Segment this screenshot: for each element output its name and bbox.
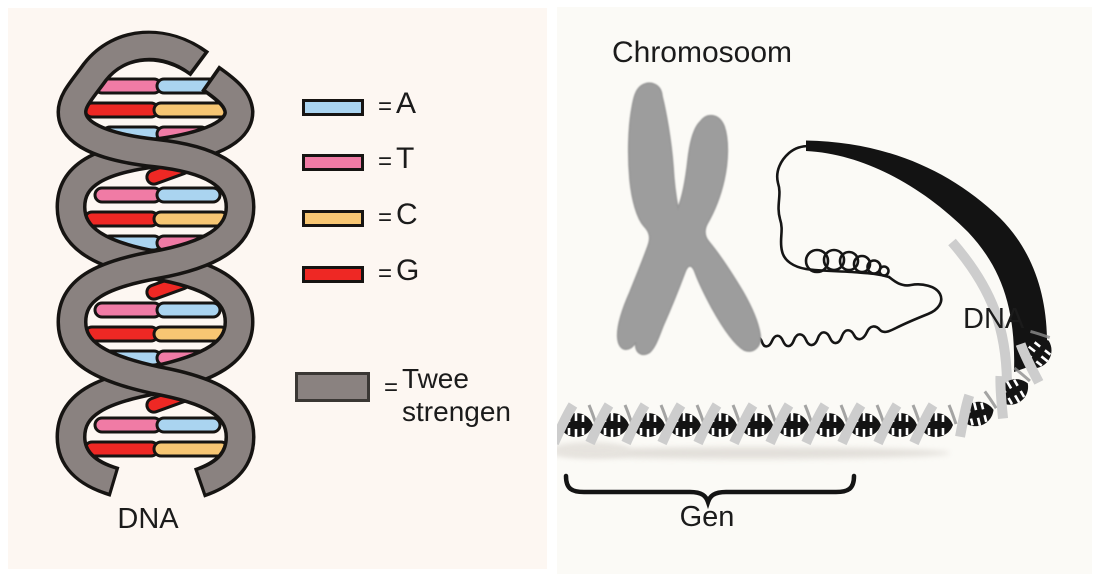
legend-item-T: = T <box>302 144 414 175</box>
equals-sign: = <box>378 93 393 120</box>
supercoil-loops <box>804 248 890 277</box>
gene-brace <box>563 473 857 510</box>
legend-label-T: T <box>396 142 415 175</box>
coil-baseline <box>775 144 891 279</box>
chromosome-panel: Chromosoom DNA Gen <box>557 7 1092 574</box>
legend-swatch-G <box>302 266 364 283</box>
helix-strand-front <box>56 30 256 498</box>
helix-shadow <box>557 442 950 459</box>
chromatin-fiber-line <box>750 144 943 348</box>
chromosome-illustration <box>557 82 1092 510</box>
legend-item-A: = A <box>302 89 416 120</box>
legend-item-strands: = Twee strengen <box>295 363 522 428</box>
legend-item-G: = G <box>302 256 419 287</box>
dna-structure-panel: = A = T = C = G = Twee strengen DNA <box>8 8 547 569</box>
legend-swatch-C <box>302 210 364 227</box>
equals-sign: = <box>378 148 393 175</box>
dna-helix-illustration <box>55 30 256 498</box>
chromosome-title: Chromosoom <box>611 36 793 69</box>
legend-swatch-A <box>302 99 364 116</box>
equals-sign: = <box>378 260 393 287</box>
legend-item-C: = C <box>302 200 418 231</box>
legend-swatch-T <box>302 154 364 171</box>
legend-label-C: C <box>396 198 418 231</box>
legend-label-strands: Twee strengen <box>402 363 511 427</box>
legend-label-A: A <box>396 87 417 120</box>
equals-sign: = <box>378 204 393 231</box>
squiggle-line <box>750 275 943 348</box>
gene-label: Gen <box>679 501 735 533</box>
equals-sign: = <box>384 374 399 401</box>
legend-swatch-strands <box>295 372 370 402</box>
ribbon-light-edge <box>948 238 1013 393</box>
legend-label-G: G <box>396 254 420 287</box>
dna-caption: DNA <box>117 503 179 535</box>
dna-label-right: DNA <box>963 303 1025 335</box>
chromosome-shape <box>616 82 762 356</box>
